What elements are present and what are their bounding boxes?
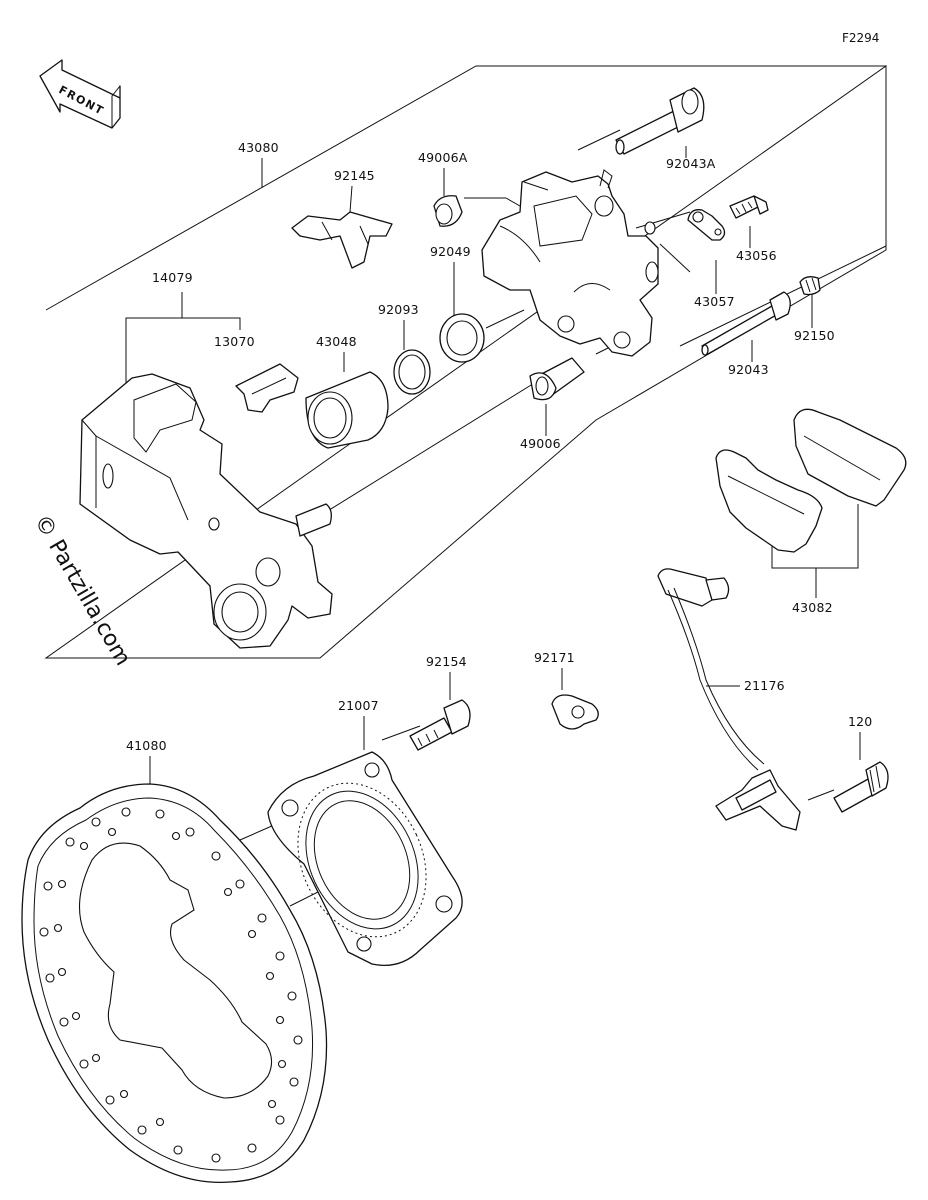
label-92093: 92093: [378, 302, 419, 317]
label-14079: 14079: [152, 270, 193, 285]
label-13070: 13070: [214, 334, 255, 349]
figure-code: F2294: [842, 31, 879, 45]
bracket-43057: [687, 209, 726, 241]
pad-spring-92145: [291, 211, 393, 269]
cap-92150: [799, 276, 821, 296]
abs-sensor-21176: [657, 568, 801, 831]
boot-49006A: [433, 195, 463, 227]
label-49006A: 49006A: [418, 150, 468, 165]
front-arrow-icon: FRONT: [39, 59, 121, 129]
seal-92093: [393, 349, 431, 395]
abs-rotor-ring-21007: [267, 751, 463, 967]
label-92043A: 92043A: [666, 156, 716, 171]
label-21007: 21007: [338, 698, 379, 713]
pad-spring-13070: [235, 363, 299, 413]
watermark: © Partzilla.com: [29, 511, 136, 671]
label-92043: 92043: [728, 362, 769, 377]
piston-43048: [305, 371, 389, 449]
disc-vent-holes: [39, 807, 303, 1163]
bleed-valve-43056: [729, 195, 769, 219]
bolt-120: [833, 761, 889, 813]
boot-49006: [529, 357, 585, 401]
label-43080: 43080: [238, 140, 279, 155]
caliper-bracket-14079: [79, 373, 333, 649]
label-92154: 92154: [426, 654, 467, 669]
label-43048: 43048: [316, 334, 357, 349]
part-labels: 43080 92145 49006A 92043A 43056 43057 92…: [125, 140, 872, 784]
slide-pin-92043A: [615, 87, 705, 155]
seal-92049: [439, 313, 485, 363]
label-92150: 92150: [794, 328, 835, 343]
caliper-body: [481, 169, 659, 357]
label-43057: 43057: [694, 294, 735, 309]
clamp-92171: [551, 694, 599, 730]
label-92049: 92049: [430, 244, 471, 259]
brake-disc-41080: [21, 783, 328, 1184]
label-43056: 43056: [736, 248, 777, 263]
brake-pads-43082: [715, 408, 907, 553]
bolt-92154: [409, 699, 471, 751]
label-41080: 41080: [126, 738, 167, 753]
label-92171: 92171: [534, 650, 575, 665]
label-43082: 43082: [792, 600, 833, 615]
label-21176: 21176: [744, 678, 785, 693]
label-49006: 49006: [520, 436, 561, 451]
slide-pin-92043: [701, 291, 791, 356]
label-92145: 92145: [334, 168, 375, 183]
label-120: 120: [848, 714, 872, 729]
